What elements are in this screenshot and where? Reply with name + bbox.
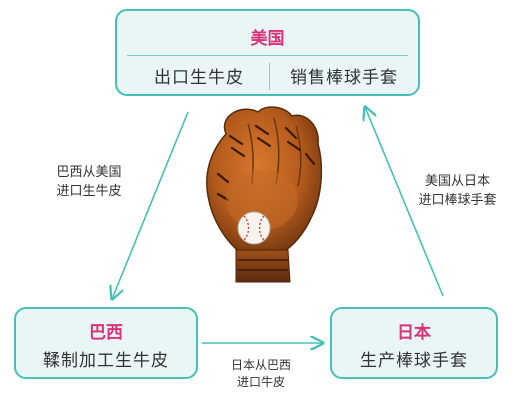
usa-divider-horizontal bbox=[127, 55, 408, 56]
brazil-box: 巴西 鞣制加工生牛皮 bbox=[14, 307, 198, 379]
label-line: 进口生牛皮 bbox=[56, 184, 122, 199]
brazil-text: 鞣制加工生牛皮 bbox=[43, 351, 169, 371]
japan-title: 日本 bbox=[397, 323, 431, 343]
label-line: 进口棒球手套 bbox=[418, 193, 497, 208]
label-line: 进口牛皮 bbox=[236, 375, 285, 389]
usa-export-text: 出口生牛皮 bbox=[154, 68, 244, 88]
arrow-usa-to-brazil bbox=[112, 111, 189, 299]
label-usa-to-brazil: 巴西从美国 进口生牛皮 bbox=[44, 163, 134, 201]
label-line: 美国从日本 bbox=[424, 174, 490, 189]
usa-box: 美国 出口生牛皮 销售棒球手套 bbox=[115, 9, 420, 96]
label-line: 巴西从美国 bbox=[56, 165, 122, 180]
japan-box: 日本 生产棒球手套 bbox=[330, 307, 498, 379]
baseball-glove-icon bbox=[206, 106, 323, 283]
brazil-title: 巴西 bbox=[89, 323, 123, 343]
label-brazil-to-japan: 日本从巴西 进口牛皮 bbox=[206, 357, 316, 391]
japan-text: 生产棒球手套 bbox=[360, 351, 468, 371]
usa-sell-text: 销售棒球手套 bbox=[290, 68, 398, 88]
usa-divider-vertical bbox=[269, 63, 270, 90]
label-japan-to-usa: 美国从日本 进口棒球手套 bbox=[400, 172, 515, 210]
usa-title: 美国 bbox=[250, 29, 285, 49]
arrow-japan-to-usa bbox=[365, 107, 444, 297]
label-line: 日本从巴西 bbox=[230, 358, 291, 372]
